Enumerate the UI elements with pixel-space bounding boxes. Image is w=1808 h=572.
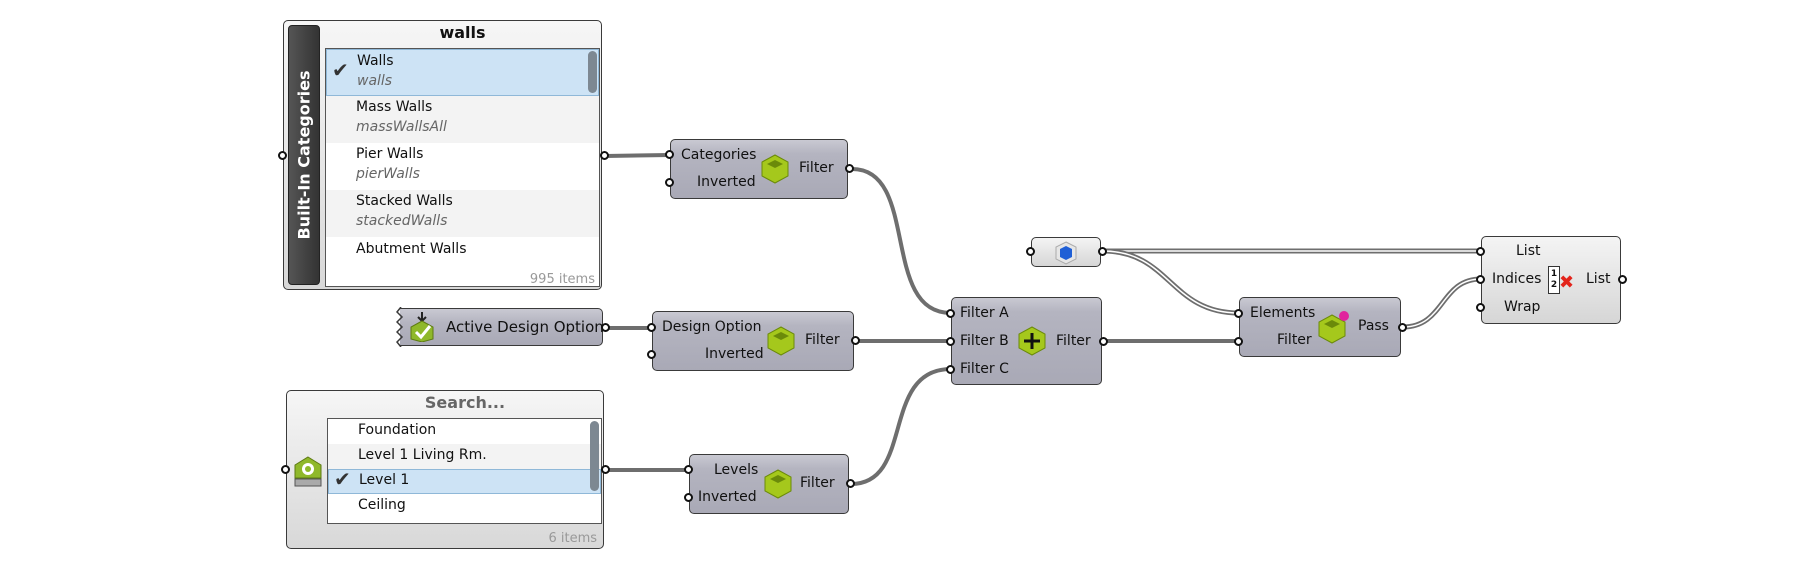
output-grip[interactable] [1398,323,1407,332]
input-grip[interactable] [946,309,955,318]
input-categories: Categories [681,147,757,163]
active-design-option-node[interactable]: Active Design Option [396,307,604,347]
wire-filter-a [851,167,952,315]
output-grip[interactable] [845,164,854,173]
categories-sidebar: Built-In Categories [288,25,320,285]
input-grip[interactable] [684,465,693,474]
categories-value-list[interactable]: Built-In Categories walls ✔ Walls walls … [283,20,602,290]
list-item[interactable]: Pier Walls pierWalls [356,146,424,182]
design-option-filter-node[interactable]: Design Option Inverted Filter [652,311,854,371]
level-picker-icon [294,456,322,487]
input-indices: Indices [1492,271,1542,287]
input-grip[interactable] [1234,337,1243,346]
item-count: 995 items [529,272,595,287]
input-grip[interactable] [647,323,656,332]
input-levels: Levels [714,462,759,478]
plus-hex-icon [1018,326,1046,356]
scrollbar[interactable] [590,421,599,491]
input-grip[interactable] [665,178,674,187]
input-grip[interactable] [665,150,674,159]
output-grip[interactable] [601,465,610,474]
input-design-option: Design Option [662,319,762,335]
zigzag-edge [396,307,404,347]
output-filter: Filter [799,160,834,176]
list-item[interactable]: ✔ Walls walls [326,49,599,96]
input-grip[interactable] [1234,309,1243,318]
input-filter-a: Filter A [960,305,1009,321]
input-list: List [1516,243,1541,259]
input-inverted: Inverted [698,489,757,505]
list-item[interactable]: Level 1 Living Rm. [328,444,601,469]
output-list: List [1586,271,1611,287]
element-hex-icon [1055,241,1077,265]
input-grip[interactable] [1476,303,1485,312]
list-item[interactable]: ✔ Level 1 [328,467,601,494]
output-grip[interactable] [851,336,860,345]
output-grip[interactable] [846,479,855,488]
input-grip[interactable] [1476,275,1485,284]
output-filter: Filter [800,475,835,491]
input-grip[interactable] [684,493,693,502]
output-filter: Filter [1056,333,1091,349]
item-count: 6 items [548,531,597,546]
wire-categories [604,153,671,158]
design-option-icon [410,312,434,342]
active-design-option-label: Active Design Option [446,318,604,336]
output-grip[interactable] [1098,247,1107,256]
filter-cube-icon [767,326,795,356]
wire-pass-indices [1402,276,1482,330]
output-grip[interactable] [1099,337,1108,346]
cull-index-node[interactable]: List Indices Wrap 1 2 ✖ List [1481,236,1621,324]
wire-element-elements [1102,248,1240,316]
input-elements: Elements [1250,305,1316,321]
categories-items[interactable]: ✔ Walls walls Mass Walls massWallsAll Pi… [325,48,600,287]
element-param-node[interactable] [1031,237,1101,267]
output-grip[interactable] [1618,275,1627,284]
output-grip[interactable] [601,323,610,332]
categories-header: walls [439,23,486,42]
output-grip[interactable] [600,151,609,160]
list-item[interactable]: Ceiling [358,497,406,513]
input-wrap: Wrap [1504,299,1541,315]
input-grip[interactable] [1026,247,1035,256]
list-item[interactable]: Foundation [358,422,437,438]
list-item[interactable]: Stacked Walls stackedWalls [326,190,599,237]
input-inverted: Inverted [697,174,756,190]
category-filter-node[interactable]: Categories Inverted Filter [670,139,848,199]
levels-value-list[interactable]: Search... Foundation Level 1 Living Rm. … [286,390,604,549]
input-filter-c: Filter C [960,361,1009,377]
list-item[interactable]: Mass Walls massWallsAll [326,96,599,143]
filter-cube-icon [761,154,789,184]
scrollbar[interactable] [588,51,597,93]
levels-search-header[interactable]: Search... [424,393,506,412]
input-grip[interactable] [946,337,955,346]
level-filter-node[interactable]: Levels Inverted Filter [689,454,849,514]
levels-items[interactable]: Foundation Level 1 Living Rm. ✔ Level 1 … [327,418,602,524]
logical-and-filter-node[interactable]: Filter A Filter B Filter C Filter [951,297,1102,385]
input-grip[interactable] [647,350,656,359]
input-grip[interactable] [946,365,955,374]
input-inverted: Inverted [705,346,764,362]
output-pass: Pass [1358,318,1389,334]
check-icon: ✔ [334,467,351,491]
filter-cube-icon [764,469,792,499]
pass-filter-node[interactable]: Elements Filter Pass [1239,297,1401,357]
list-item[interactable]: Abutment Walls [356,241,467,257]
wire-filter-c [850,367,952,486]
input-grip[interactable] [1476,247,1485,256]
check-icon: ✔ [332,58,349,82]
output-filter: Filter [805,332,840,348]
pass-cube-icon [1318,311,1349,344]
input-filter-b: Filter B [960,333,1009,349]
cull-index-icon: 1 2 ✖ [1548,266,1578,296]
input-grip[interactable] [281,465,290,474]
input-filter: Filter [1277,332,1312,348]
input-grip[interactable] [278,151,287,160]
